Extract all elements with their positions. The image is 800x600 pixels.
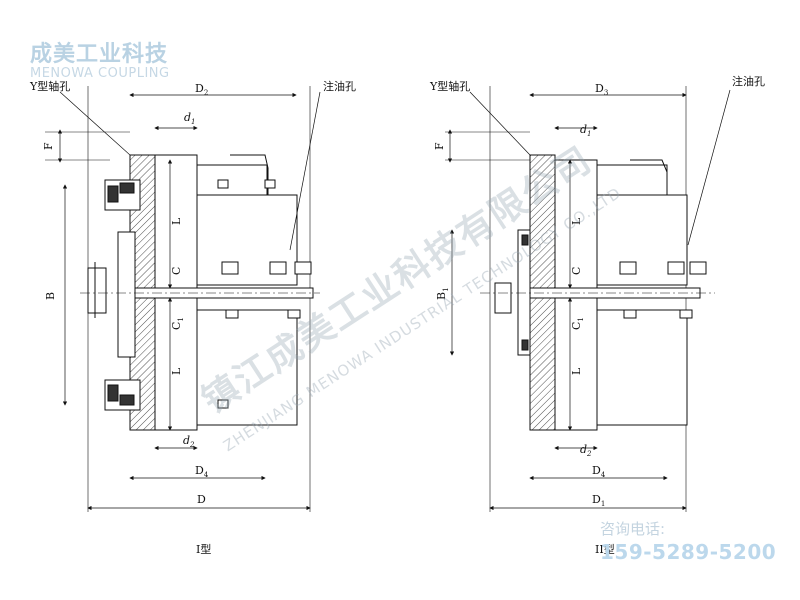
right-caption: II型 bbox=[595, 542, 615, 556]
right-dim-L-lower: L bbox=[570, 367, 583, 375]
left-callout-bore: Y型轴孔 bbox=[29, 79, 70, 93]
right-dim-d1: d1 bbox=[580, 123, 592, 138]
right-dim-d2: d2 bbox=[580, 443, 592, 458]
right-dim-D1: D1 bbox=[592, 493, 605, 508]
left-dim-C: C bbox=[170, 267, 183, 275]
watermark-logo-cn: 成美工业科技 bbox=[30, 42, 169, 67]
right-callout-oil: 注油孔 bbox=[732, 74, 765, 88]
left-dim-D: D bbox=[197, 493, 206, 506]
right-dim-C: C bbox=[570, 267, 583, 275]
left-dim-F: F bbox=[42, 142, 55, 150]
left-caption: I型 bbox=[196, 542, 211, 556]
right-dim-L-upper: L bbox=[570, 217, 583, 225]
right-dim-B1: B1 bbox=[435, 287, 450, 300]
left-dim-D4: D4 bbox=[195, 464, 209, 479]
right-labels: Y型轴孔 注油孔 D3 d1 F B1 L C C1 L d2 D4 D1 II… bbox=[429, 74, 765, 556]
left-dim-L-lower: L bbox=[170, 367, 183, 375]
right-drawing bbox=[445, 86, 731, 512]
left-dim-L-upper: L bbox=[170, 217, 183, 225]
left-dim-d1: d1 bbox=[184, 111, 196, 126]
right-dim-C1: C1 bbox=[570, 317, 585, 330]
left-dim-d2: d2 bbox=[183, 434, 195, 449]
left-callout-oil: 注油孔 bbox=[323, 79, 356, 93]
phone-number: 159-5289-5200 bbox=[600, 540, 777, 564]
left-dim-C1: C1 bbox=[170, 317, 185, 330]
left-drawing bbox=[45, 86, 321, 512]
left-dim-D2: D2 bbox=[195, 82, 208, 97]
left-labels: Y型轴孔 注油孔 D2 d1 F B L C C1 L d2 D4 D I型 bbox=[29, 79, 356, 556]
left-dim-B: B bbox=[44, 292, 57, 300]
right-callout-bore: Y型轴孔 bbox=[429, 79, 470, 93]
watermark-logo-en: MENOWA COUPLING bbox=[30, 66, 170, 81]
right-dim-D4: D4 bbox=[592, 464, 606, 479]
right-dim-F: F bbox=[433, 142, 446, 150]
phone-label: 咨询电话: bbox=[600, 520, 666, 538]
right-dim-D3: D3 bbox=[595, 82, 608, 97]
